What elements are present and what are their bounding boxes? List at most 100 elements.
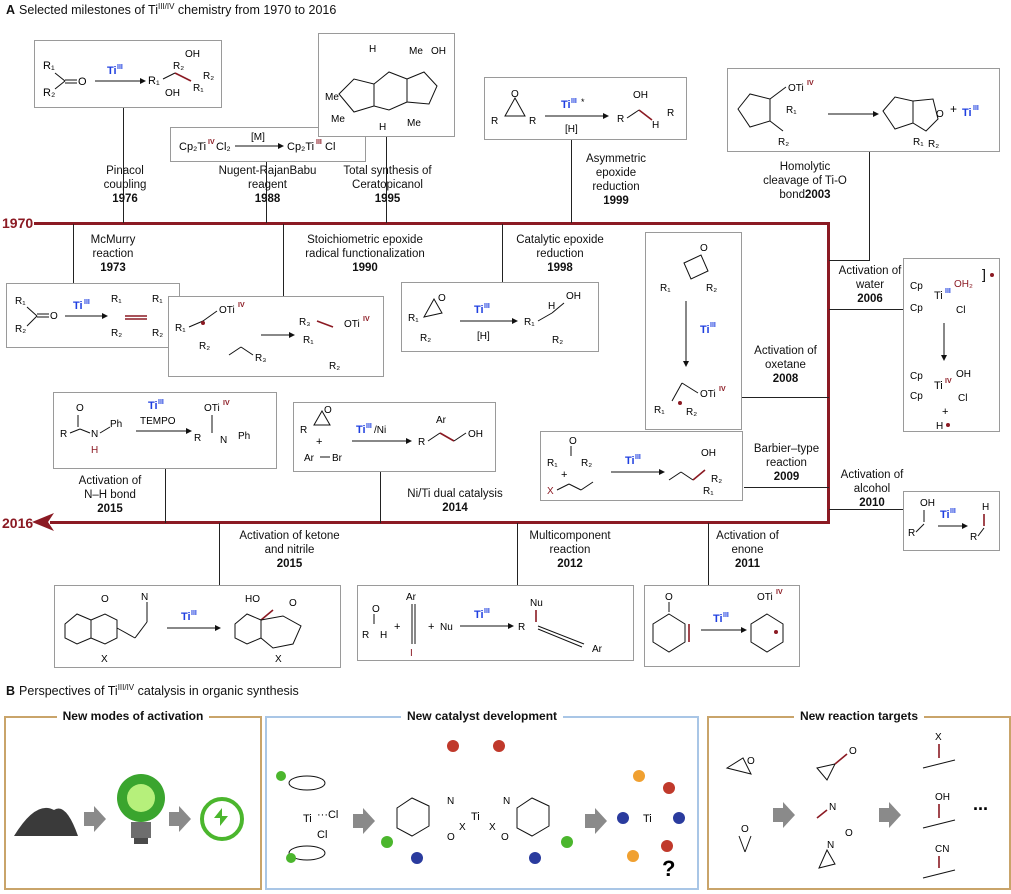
svg-text:R₂: R₂ (686, 407, 697, 418)
svg-text:]: ] (982, 266, 986, 282)
svg-text:IV: IV (208, 139, 215, 146)
svg-text:O: O (501, 832, 509, 843)
svg-text:Cp: Cp (910, 391, 923, 402)
svg-text:R₂: R₂ (928, 139, 939, 150)
svg-text:Ti: Ti (713, 613, 723, 625)
svg-text:R: R (491, 116, 498, 127)
gray-arrow-icon (84, 806, 106, 832)
connector (266, 160, 267, 223)
svg-text:X: X (489, 822, 496, 833)
svg-text:X: X (275, 654, 282, 665)
svg-text:R₂: R₂ (581, 458, 592, 469)
svg-text:N: N (829, 802, 836, 813)
svg-text:Cl: Cl (958, 393, 967, 404)
svg-text:R₂: R₂ (552, 335, 563, 346)
svg-text:R: R (418, 437, 425, 448)
timeline-right (827, 222, 830, 524)
panel-activation: New modes of activation (4, 709, 262, 890)
svg-text:R: R (518, 622, 525, 633)
gray-arrow-icon (169, 806, 191, 832)
svg-text:O: O (76, 403, 84, 414)
svg-text:III: III (635, 454, 641, 461)
svg-text:···Cl: ···Cl (317, 809, 338, 821)
connector (123, 108, 124, 223)
svg-text:R₁: R₁ (524, 317, 535, 328)
year-1970: 1970 (2, 215, 34, 231)
gray-arrow-icon (879, 802, 901, 828)
connector (73, 224, 74, 284)
svg-text:N: N (447, 796, 454, 807)
svg-text:OH: OH (633, 90, 648, 101)
svg-text:O: O (511, 89, 519, 100)
svg-text:Ti: Ti (643, 813, 652, 825)
svg-text:O: O (78, 76, 87, 88)
svg-text:Me: Me (407, 118, 421, 129)
svg-text:OH: OH (701, 448, 716, 459)
svg-text:Ti: Ti (934, 290, 943, 302)
svg-text:IV: IV (223, 400, 230, 407)
svg-text:O: O (741, 824, 749, 835)
connector (219, 523, 220, 585)
panel-title: New reaction targets (709, 709, 1009, 723)
svg-text:R₂: R₂ (152, 328, 163, 339)
target-structures: O O O N NO X OH CN ... (725, 732, 988, 879)
connector (165, 468, 166, 523)
svg-text:III: III (84, 299, 90, 306)
svg-text:OH: OH (956, 369, 971, 380)
year-2016: 2016 (2, 515, 34, 531)
svg-text:III: III (710, 322, 716, 329)
svg-text:Ti: Ti (940, 509, 950, 521)
svg-text:OH: OH (935, 792, 950, 803)
svg-text:O: O (447, 832, 455, 843)
svg-text:OH: OH (185, 49, 200, 60)
svg-text:R: R (908, 528, 915, 539)
svg-text:III: III (316, 139, 322, 146)
svg-text:O: O (101, 594, 109, 605)
svg-text:N: N (220, 435, 227, 446)
svg-text:OTi: OTi (344, 319, 360, 330)
svg-text:R: R (617, 114, 624, 125)
svg-text:R: R (194, 433, 201, 444)
svg-text:Ti: Ti (474, 304, 484, 316)
svg-text:O: O (438, 293, 446, 304)
svg-text:Ar: Ar (592, 644, 603, 655)
svg-text:O: O (700, 243, 708, 254)
svg-text:R₃: R₃ (299, 317, 310, 328)
gray-arrow-icon (773, 802, 795, 828)
svg-text:Ti: Ti (934, 380, 943, 392)
svg-text:Cl: Cl (956, 305, 965, 316)
svg-text:R₁: R₁ (152, 294, 163, 305)
svg-text:R₂: R₂ (778, 137, 789, 148)
connector (869, 150, 870, 260)
svg-text:R₂: R₂ (15, 324, 26, 335)
svg-text:Ti: Ti (625, 455, 635, 467)
svg-text:Ti: Ti (700, 324, 710, 336)
svg-text:H: H (936, 421, 943, 431)
connector (517, 523, 518, 585)
svg-text:R₁: R₁ (15, 296, 26, 307)
svg-text:Nu: Nu (530, 598, 543, 609)
svg-text:Cp: Cp (910, 281, 923, 292)
svg-text:Cl₂: Cl₂ (216, 141, 231, 153)
svg-text:R₂: R₂ (329, 361, 340, 372)
gray-arrow-icon (585, 808, 607, 834)
svg-text:[M]: [M] (251, 132, 265, 143)
svg-text:Ti: Ti (356, 424, 366, 436)
svg-text:IV: IV (363, 316, 370, 323)
svg-text:Ph: Ph (110, 419, 122, 430)
svg-text:Ar: Ar (304, 453, 315, 464)
